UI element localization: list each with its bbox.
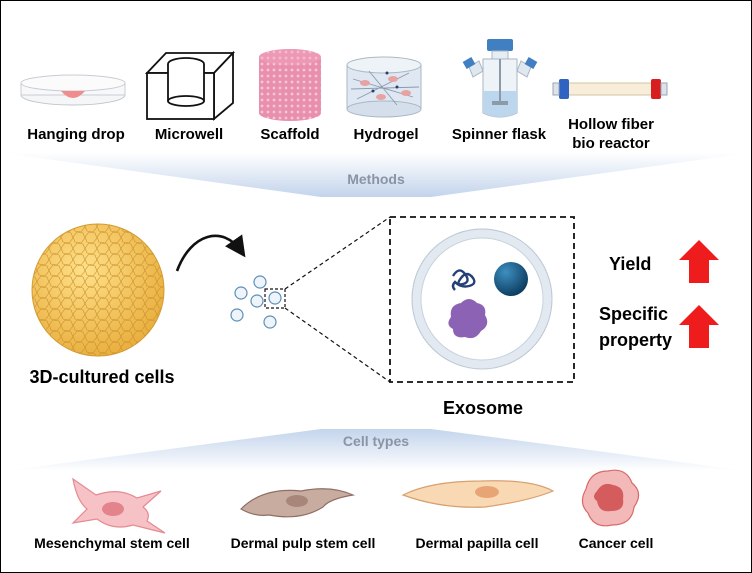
lipid-cargo (448, 299, 488, 339)
method-label-hanging-drop: Hanging drop (27, 126, 125, 143)
exosome-icon (411, 228, 553, 370)
methods-banner (3, 153, 749, 197)
cell-types-banner-label: Cell types (342, 433, 410, 449)
cell-types-banner (3, 429, 749, 471)
scaffold-icon (259, 49, 321, 121)
method-label-hydrogel: Hydrogel (353, 126, 419, 143)
yield-up-arrow-icon (679, 240, 719, 283)
release-arrow (175, 234, 246, 272)
spheroid-3d-cells (31, 223, 165, 357)
method-label-spinner-flask: Spinner flask (451, 126, 547, 143)
cell-label-cancer: Cancer cell (578, 535, 654, 551)
cell-label-mesenchymal: Mesenchymal stem cell (34, 535, 190, 551)
microwell-icon (144, 50, 236, 121)
method-label-hollow-fiber: Hollow fiber bio reactor (568, 116, 654, 152)
dermal-papilla-cell-icon (401, 480, 555, 508)
zoom-line-top (284, 216, 391, 290)
property-up-arrow-icon (679, 305, 719, 348)
rna-cargo (451, 269, 476, 291)
hydrogel-icon (346, 56, 422, 118)
hanging-drop-icon (20, 74, 126, 106)
cancer-cell-icon (581, 469, 640, 527)
mesenchymal-stem-cell-icon (71, 477, 166, 534)
spinner-flask-icon (462, 39, 538, 118)
method-label-microwell: Microwell (154, 126, 224, 143)
specific-property-label: Specific property (599, 304, 673, 350)
protein-cargo (494, 262, 528, 296)
spheroid-label: 3D-cultured cells (29, 367, 175, 387)
dermal-pulp-stem-cell-icon (240, 488, 356, 518)
released-vesicles (230, 275, 282, 329)
exosome-label: Exosome (442, 398, 524, 418)
hollow-fiber-bioreactor-icon (552, 79, 668, 99)
zoom-source-box (264, 288, 286, 309)
cell-label-dermal-papilla: Dermal papilla cell (415, 535, 539, 551)
methods-banner-label: Methods (347, 171, 405, 187)
cell-label-dermal-pulp: Dermal pulp stem cell (230, 535, 376, 551)
method-label-scaffold: Scaffold (260, 126, 320, 143)
yield-label: Yield (609, 254, 652, 274)
zoom-line-bottom (284, 307, 391, 383)
